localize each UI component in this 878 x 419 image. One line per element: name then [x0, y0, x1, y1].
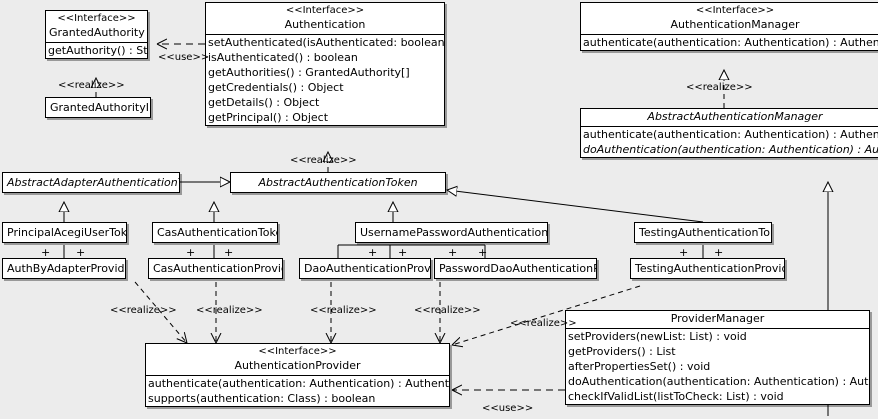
- class-header: <<Interface>> AuthenticationManager: [581, 3, 878, 34]
- association-marker-plus: +: [41, 246, 51, 259]
- class-name: CasAuthenticationProvider: [153, 262, 282, 275]
- class-header: <<Interface>> Authentication: [206, 3, 444, 34]
- class-header: <<Interface>> AuthenticationProvider: [146, 344, 449, 375]
- association-marker-plus: +: [398, 246, 408, 259]
- association-marker-plus: +: [448, 246, 458, 259]
- class-member: setProviders(newList: List) : void: [568, 330, 747, 343]
- class-testing-authentication-token[interactable]: TestingAuthenticationToken: [634, 222, 772, 243]
- class-name: AbstractAuthenticationToken: [258, 176, 418, 189]
- class-name: AbstractAdapterAuthenticationToken: [7, 176, 179, 189]
- edge-label-realize-authentication-manager: <<realize>>: [686, 82, 753, 93]
- association-marker-plus: +: [368, 246, 378, 259]
- edge-label-realize-dao-provider: <<realize>>: [310, 305, 377, 316]
- class-name: AuthenticationProvider: [234, 359, 361, 372]
- class-name: PrincipalAcegiUserToken: [7, 226, 127, 239]
- class-member: authenticate(authentication: Authenticat…: [583, 128, 878, 141]
- class-member: isAuthenticated() : boolean: [208, 51, 358, 64]
- edge-label-realize-authentication-token: <<realize>>: [290, 155, 357, 166]
- class-member: getDetails() : Object: [208, 96, 320, 109]
- class-member: doAuthentication(authentication: Authent…: [583, 143, 878, 156]
- class-stereotype: <<Interface>>: [258, 346, 337, 357]
- class-authentication[interactable]: <<Interface>> Authentication setAuthenti…: [205, 2, 445, 126]
- association-marker-plus: +: [714, 246, 724, 259]
- edge-label-use-granted-authority: <<use>>: [158, 52, 210, 63]
- association-marker-plus: +: [76, 246, 86, 259]
- class-member: getCredentials() : Object: [208, 81, 344, 94]
- class-name: DaoAuthenticationProvider: [304, 262, 431, 275]
- class-name: GrantedAuthorityImpl: [50, 101, 150, 114]
- class-dao-authentication-provider[interactable]: DaoAuthenticationProvider: [299, 258, 431, 279]
- class-member: checkIfValidList(listToCheck: List) : vo…: [568, 390, 784, 403]
- class-name: ProviderManager: [670, 312, 765, 325]
- class-members: authenticate(authentication: Authenticat…: [146, 376, 449, 406]
- class-name: AbstractAuthenticationManager: [647, 110, 823, 123]
- class-divider: [581, 126, 878, 127]
- edge-label-use-provider-manager: <<use>>: [482, 403, 534, 414]
- class-divider: [206, 34, 444, 35]
- class-divider: [566, 328, 869, 329]
- class-name: AuthByAdapterProvider: [7, 262, 126, 275]
- class-member: supports(authentication: Class) : boolea…: [148, 392, 376, 405]
- class-stereotype: <<Interface>>: [57, 13, 136, 24]
- class-granted-authority-impl[interactable]: GrantedAuthorityImpl: [45, 97, 151, 118]
- class-divider: [146, 375, 449, 376]
- class-name: UsernamePasswordAuthenticationToken: [360, 226, 548, 239]
- class-stereotype: <<Interface>>: [695, 5, 775, 16]
- class-member: getAuthorities() : GrantedAuthority[]: [208, 66, 410, 79]
- edge-label-realize-cas-provider: <<realize>>: [196, 305, 263, 316]
- class-password-dao-authentication-provider[interactable]: PasswordDaoAuthenticationProvider: [434, 258, 597, 279]
- edge-label-realize-password-dao-provider: <<realize>>: [414, 305, 481, 316]
- association-marker-plus: +: [679, 246, 689, 259]
- class-member: setAuthenticated(isAuthenticated: boolea…: [208, 36, 445, 49]
- class-members: authenticate(authentication: Authenticat…: [581, 35, 878, 50]
- class-name: AuthenticationManager: [670, 18, 800, 31]
- class-stereotype: <<Interface>>: [285, 5, 365, 16]
- class-granted-authority[interactable]: <<Interface>> GrantedAuthority getAuthor…: [45, 10, 148, 59]
- class-abstract-authentication-manager[interactable]: AbstractAuthenticationManager authentica…: [580, 108, 878, 158]
- class-member: afterPropertiesSet() : void: [568, 360, 711, 373]
- class-abstract-adapter-authentication-token[interactable]: AbstractAdapterAuthenticationToken: [2, 172, 180, 193]
- class-header: <<Interface>> GrantedAuthority: [46, 11, 147, 42]
- class-provider-manager[interactable]: ProviderManager setProviders(newList: Li…: [565, 310, 870, 405]
- class-divider: [46, 42, 147, 43]
- edge-label-realize-testing-provider: <<realize>>: [510, 318, 577, 329]
- edge-label-realize-auth-by-adapter: <<realize>>: [110, 305, 177, 316]
- class-name: GrantedAuthority: [49, 26, 145, 39]
- class-name: PasswordDaoAuthenticationProvider: [439, 262, 596, 275]
- class-header: ProviderManager: [566, 311, 869, 328]
- association-marker-plus: +: [224, 246, 234, 259]
- class-cas-authentication-token[interactable]: CasAuthenticationToken: [152, 222, 278, 243]
- class-auth-by-adapter-provider[interactable]: AuthByAdapterProvider: [2, 258, 126, 279]
- class-members: getAuthority() : String: [46, 43, 147, 58]
- association-marker-plus: +: [478, 246, 488, 259]
- class-member: getProviders() : List: [568, 345, 676, 358]
- class-member: authenticate(authentication: Authenticat…: [583, 36, 878, 49]
- class-members: authenticate(authentication: Authenticat…: [581, 127, 878, 157]
- association-marker-plus: +: [186, 246, 196, 259]
- class-members: setAuthenticated(isAuthenticated: boolea…: [206, 35, 444, 125]
- class-member: getAuthority() : String: [48, 44, 148, 57]
- edge-label-realize-granted-authority-impl: <<realize>>: [58, 80, 125, 91]
- class-member: getPrincipal() : Object: [208, 111, 329, 124]
- class-name: TestingAuthenticationProvider: [635, 262, 785, 275]
- class-name: CasAuthenticationToken: [157, 226, 278, 239]
- class-authentication-manager[interactable]: <<Interface>> AuthenticationManager auth…: [580, 2, 878, 51]
- class-testing-authentication-provider[interactable]: TestingAuthenticationProvider: [630, 258, 785, 279]
- class-authentication-provider[interactable]: <<Interface>> AuthenticationProvider aut…: [145, 343, 450, 407]
- class-username-password-authentication-token[interactable]: UsernamePasswordAuthenticationToken: [355, 222, 548, 243]
- class-abstract-authentication-token[interactable]: AbstractAuthenticationToken: [230, 172, 446, 193]
- class-name: Authentication: [284, 18, 366, 31]
- class-members: setProviders(newList: List) : void getPr…: [566, 329, 869, 404]
- class-principal-acegi-user-token[interactable]: PrincipalAcegiUserToken: [2, 222, 127, 243]
- class-member: doAuthentication(authentication: Authent…: [568, 375, 869, 388]
- class-name: TestingAuthenticationToken: [639, 226, 771, 239]
- class-divider: [581, 34, 878, 35]
- class-header: AbstractAuthenticationManager: [581, 109, 878, 126]
- class-cas-authentication-provider[interactable]: CasAuthenticationProvider: [148, 258, 283, 279]
- class-member: authenticate(authentication: Authenticat…: [148, 377, 450, 390]
